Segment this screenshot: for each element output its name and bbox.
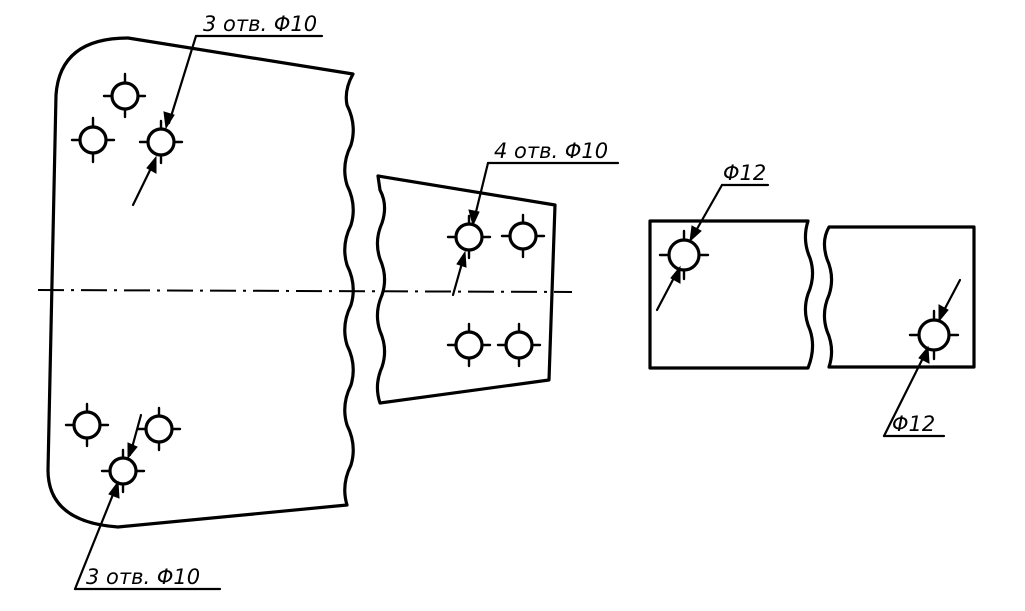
- hole-symbol: [496, 322, 542, 368]
- right-square-part-outline: [822, 225, 976, 369]
- large-plate-outline: [46, 36, 355, 529]
- hole-symbol: [64, 402, 110, 448]
- hole-symbol: [138, 119, 184, 165]
- hole-symbol: [446, 322, 492, 368]
- trapezoid-plate-outline: [375, 174, 557, 405]
- label-square-right-hole: Φ12: [892, 412, 935, 436]
- label-plate2-holes: 4 отв. Φ10: [494, 139, 608, 163]
- hole-symbol: [136, 406, 182, 452]
- label-plate1-bottom-holes: 3 отв. Φ10: [86, 565, 200, 589]
- hole-symbol: [446, 214, 492, 260]
- hole-symbol: [102, 72, 147, 119]
- label-plate1-top-holes: 3 отв. Φ10: [203, 12, 317, 36]
- center-axis-line: [37, 289, 573, 293]
- label-square-left-hole: Φ12: [723, 161, 766, 185]
- hole-symbol: [100, 448, 146, 494]
- hole-symbol: [908, 309, 960, 361]
- left-square-part-outline: [648, 219, 815, 370]
- hole-symbol: [658, 229, 710, 281]
- hole-symbol: [500, 213, 546, 259]
- hole-symbol: [70, 116, 116, 164]
